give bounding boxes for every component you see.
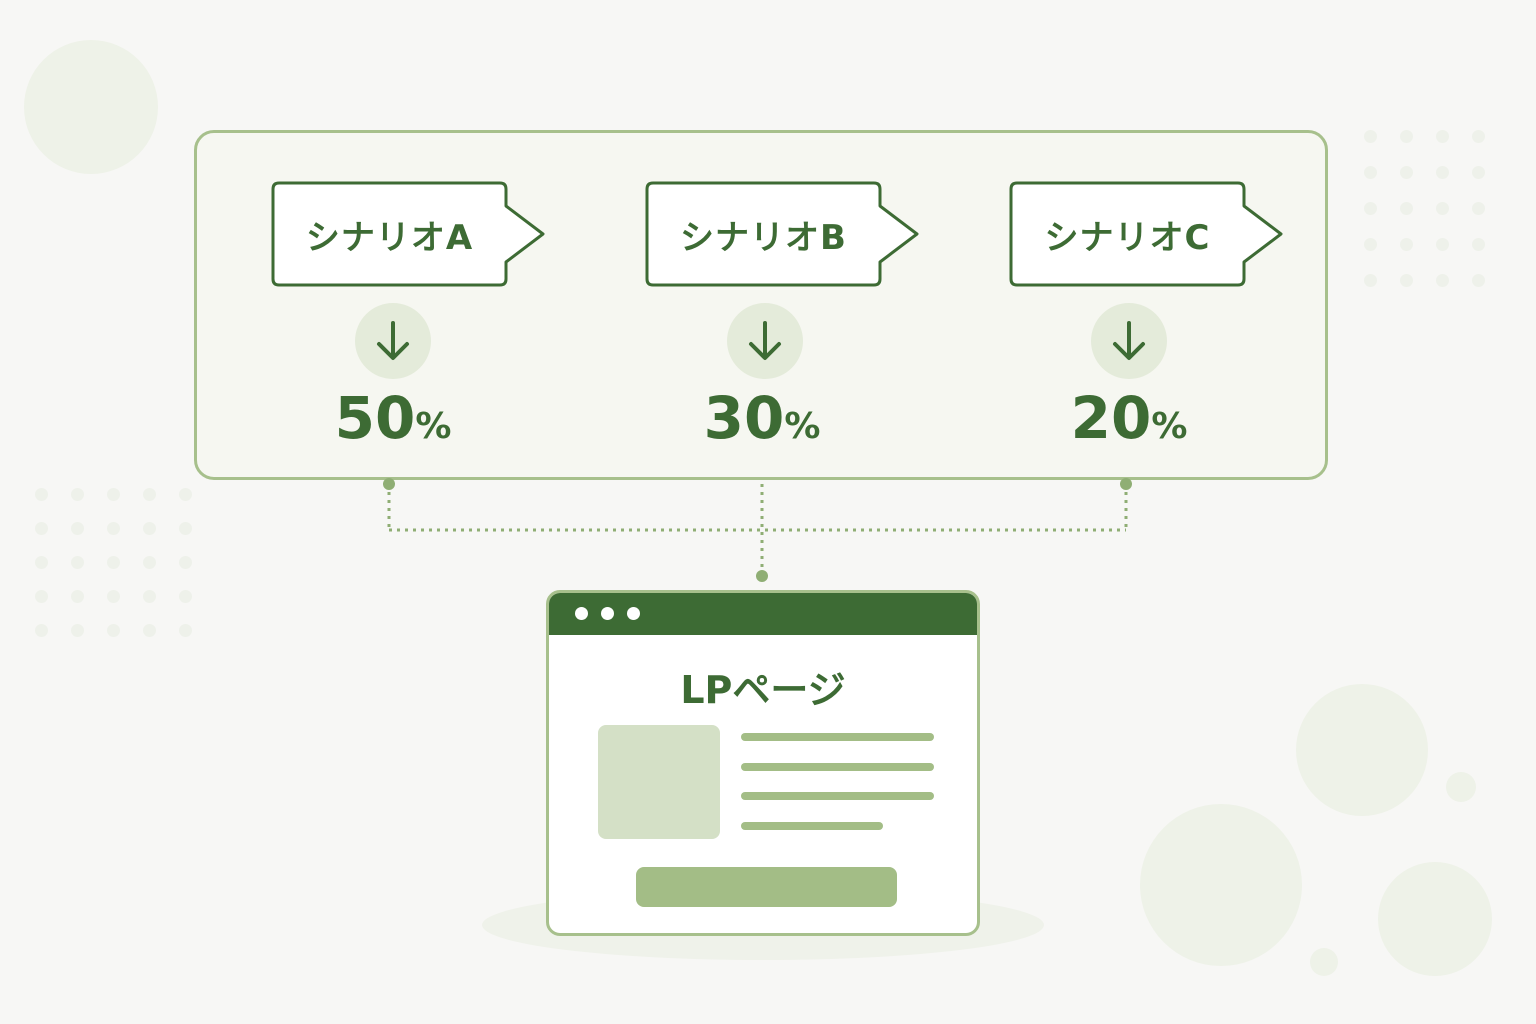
scenario-tag[interactable]: シナリオB bbox=[645, 181, 925, 287]
scenario-tag[interactable]: シナリオC bbox=[1009, 181, 1289, 287]
tag-shape bbox=[271, 181, 545, 287]
window-dot-icon bbox=[575, 607, 588, 620]
tag-shape bbox=[1009, 181, 1283, 287]
connector-dot bbox=[383, 478, 395, 490]
percentage-unit: % bbox=[415, 406, 452, 447]
decorative-circle bbox=[1446, 772, 1476, 802]
connector-dot bbox=[756, 570, 768, 582]
window-titlebar bbox=[549, 593, 977, 635]
decorative-circle bbox=[1296, 684, 1428, 816]
arrow-down-icon bbox=[727, 303, 803, 379]
scenario-percentage: 50% bbox=[273, 383, 513, 462]
scenario-label: シナリオB bbox=[680, 217, 847, 258]
arrow-down-icon bbox=[355, 303, 431, 379]
percentage-value: 20 bbox=[1070, 384, 1152, 452]
text-line-placeholder bbox=[741, 822, 883, 830]
lp-page-window: LPページ bbox=[546, 590, 980, 936]
decorative-dot-grid bbox=[35, 488, 192, 637]
decorative-circle bbox=[1378, 862, 1492, 976]
percentage-value: 50 bbox=[334, 384, 416, 452]
arrow-down-icon bbox=[1091, 303, 1167, 379]
decorative-circle bbox=[1140, 804, 1302, 966]
decorative-dot-grid bbox=[1364, 130, 1485, 287]
scenario-a: シナリオA 50% bbox=[271, 133, 551, 483]
cta-button-placeholder[interactable] bbox=[636, 867, 897, 907]
image-placeholder bbox=[598, 725, 720, 839]
window-dot-icon bbox=[601, 607, 614, 620]
scenario-b: シナリオB 30% bbox=[645, 133, 925, 483]
scenario-panel: シナリオA 50% シナリオB 30% bbox=[194, 130, 1328, 480]
lp-page-title: LPページ bbox=[680, 668, 846, 712]
text-line-placeholder bbox=[741, 763, 934, 771]
scenario-tag[interactable]: シナリオA bbox=[271, 181, 551, 287]
text-line-placeholder bbox=[741, 733, 934, 741]
percentage-unit: % bbox=[1151, 406, 1188, 447]
percentage-unit: % bbox=[784, 406, 821, 447]
scenario-c: シナリオC 20% bbox=[1009, 133, 1289, 483]
percentage-value: 30 bbox=[703, 384, 785, 452]
decorative-circle bbox=[24, 40, 158, 174]
connector-dot bbox=[1120, 478, 1132, 490]
scenario-percentage: 20% bbox=[1009, 383, 1249, 462]
tag-shape bbox=[645, 181, 919, 287]
scenario-percentage: 30% bbox=[642, 383, 882, 462]
decorative-circle bbox=[1310, 948, 1338, 976]
text-line-placeholder bbox=[741, 792, 934, 800]
window-dot-icon bbox=[627, 607, 640, 620]
scenario-label: シナリオA bbox=[305, 217, 474, 258]
scenario-label: シナリオC bbox=[1044, 217, 1211, 258]
